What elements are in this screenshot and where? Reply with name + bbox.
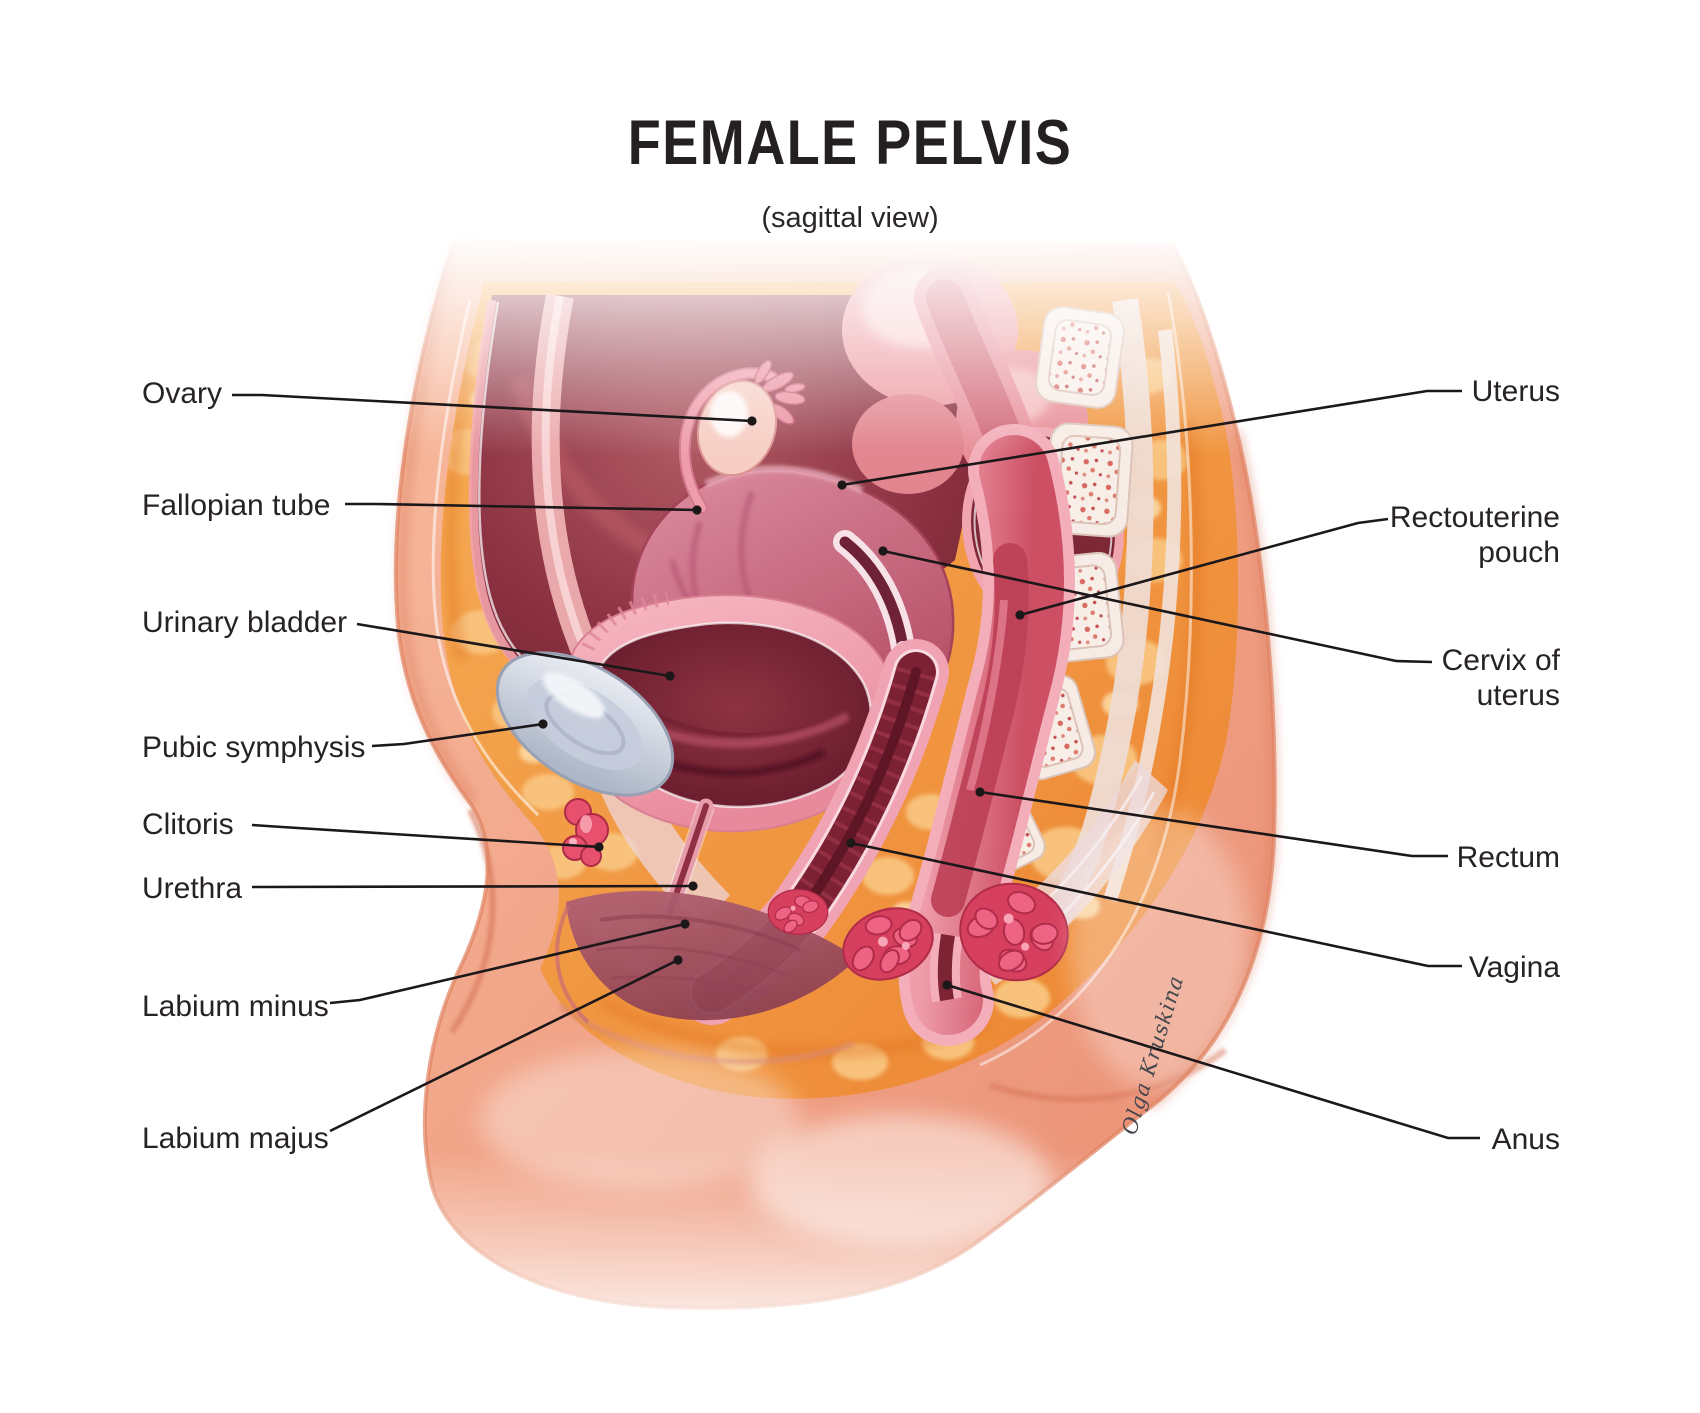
- leader-line-rectum: [979, 790, 1448, 858]
- label-anus: Anus: [1491, 1123, 1560, 1156]
- leader-line-cervix: [882, 549, 1433, 664]
- label-fallopian-tube: Fallopian tube: [142, 489, 331, 522]
- label-pubic-symphysis: Pubic symphysis: [142, 731, 366, 764]
- leader-line-clitoris: [251, 823, 600, 849]
- leader-line-ovary: [232, 393, 753, 423]
- fimbriae: [754, 359, 806, 425]
- leader-line-pubic-symphysis: [371, 722, 544, 748]
- page-title: FEMALE PELVIS: [627, 108, 1073, 178]
- label-rectouterine-pouch: Rectouterine pouch: [1389, 501, 1560, 569]
- label-rectum: Rectum: [1456, 841, 1560, 874]
- leader-line-urinary-bladder: [356, 622, 671, 678]
- label-cervix-of-uterus: Cervix of uterus: [1441, 644, 1560, 712]
- fallopian-tube-shape: [678, 359, 806, 514]
- label-labium-minus: Labium minus: [142, 990, 329, 1023]
- leader-dots: [538, 416, 1025, 990]
- leader-line-fallopian-tube: [345, 502, 698, 512]
- abdominal-muscle-highlight: [541, 295, 592, 660]
- rectum-shape: [898, 424, 1075, 1046]
- leader-line-vagina: [850, 841, 1462, 968]
- leader-line-rectouterine-pouch: [1019, 517, 1389, 617]
- ovary-shape: [696, 379, 778, 477]
- label-urethra: Urethra: [142, 872, 243, 905]
- leader-line-uterus: [841, 389, 1462, 487]
- label-vagina: Vagina: [1468, 951, 1560, 984]
- page-subtitle: (sagittal view): [761, 202, 939, 234]
- label-uterus: Uterus: [1471, 375, 1560, 408]
- label-urinary-bladder: Urinary bladder: [142, 606, 348, 639]
- leader-line-labium-majus: [329, 958, 679, 1133]
- label-clitoris: Clitoris: [142, 808, 234, 841]
- leader-line-labium-minus: [329, 922, 686, 1005]
- pubic-symphysis-shape: [495, 651, 675, 797]
- leader-line-urethra: [251, 884, 694, 889]
- label-labium-majus: Labium majus: [142, 1122, 329, 1155]
- skin-details: [393, 237, 1277, 1310]
- label-ovary: Ovary: [142, 377, 223, 410]
- leader-line-anus: [946, 983, 1480, 1140]
- clitoris-shape: [562, 798, 609, 867]
- leader-lines: [232, 389, 1480, 1140]
- perineal-muscles: [767, 882, 1069, 982]
